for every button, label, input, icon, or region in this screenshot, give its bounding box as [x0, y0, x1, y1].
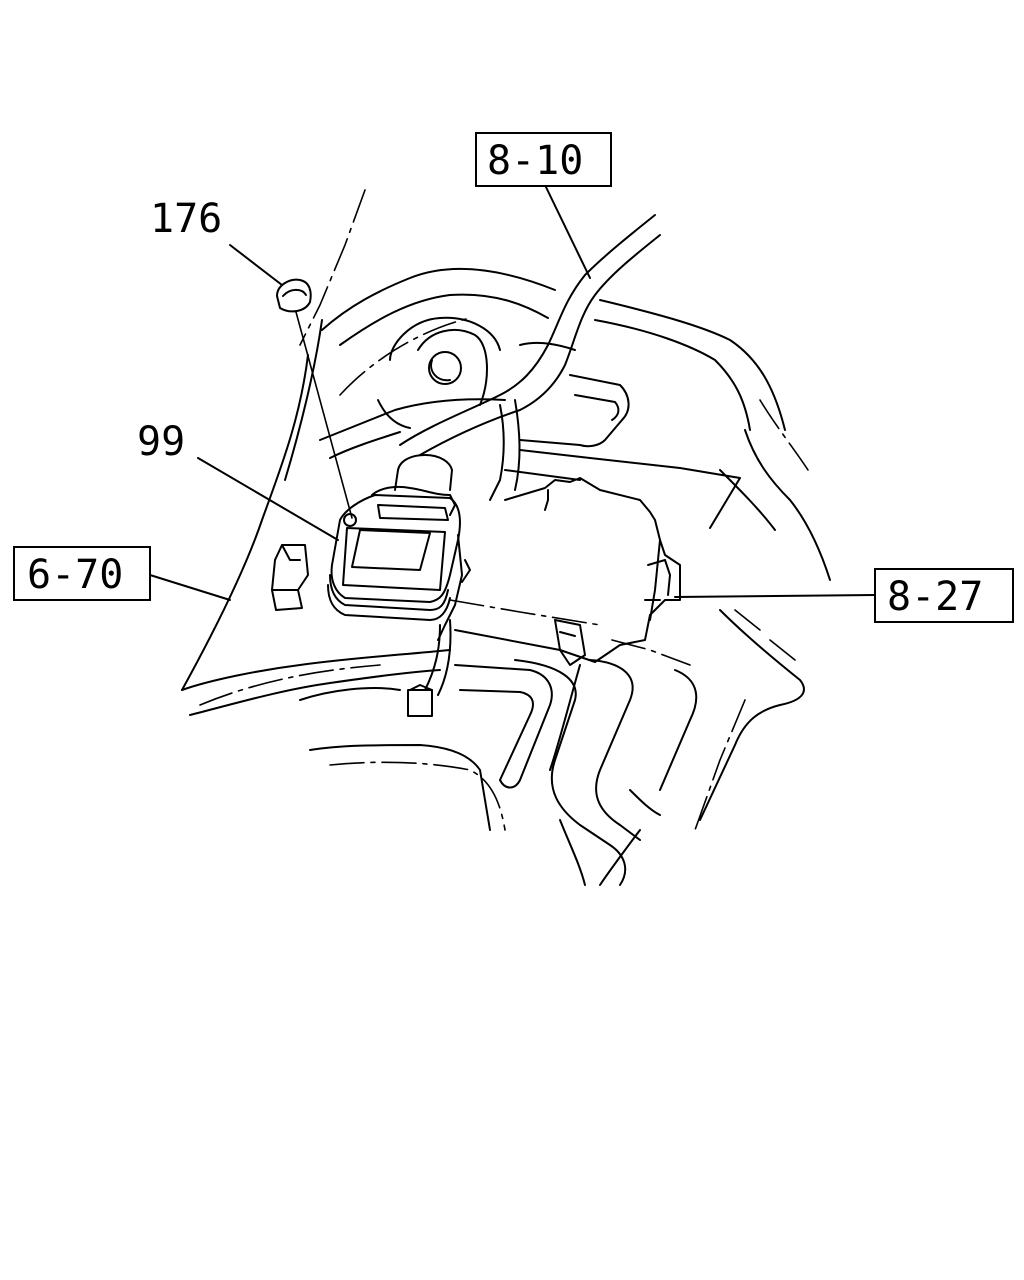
leader-8-27: [674, 594, 876, 598]
body-panel-outline: [181, 189, 831, 886]
leader-lines: [149, 184, 876, 601]
leader-176: [229, 244, 283, 286]
leader-8-10: [544, 184, 591, 279]
screw-head-icon: [343, 513, 357, 527]
leader-6-70: [149, 574, 231, 601]
wiring-harness: [319, 214, 661, 501]
mounting-bracket: [377, 316, 741, 529]
connector-component: [276, 278, 471, 717]
callout-box-6-70: 6-70: [13, 546, 151, 601]
callout-box-8-27: 8-27: [874, 568, 1014, 623]
bolt-hole-icon: [428, 351, 462, 385]
leader-99: [197, 457, 339, 541]
callout-8-27: 8-27: [887, 574, 983, 620]
callout-labels: 176 99 8-10 6-70 8-27: [13, 132, 1014, 623]
small-connector-left: [271, 544, 309, 611]
callout-8-10: 8-10: [487, 138, 583, 184]
callout-6-70: 6-70: [27, 552, 123, 598]
wire-terminal-connector: [407, 689, 433, 717]
callout-99: 99: [137, 419, 185, 465]
control-unit-module: [449, 477, 681, 666]
callout-176: 176: [150, 196, 222, 242]
nut-icon: [276, 278, 312, 313]
callout-box-8-10: 8-10: [475, 132, 612, 187]
